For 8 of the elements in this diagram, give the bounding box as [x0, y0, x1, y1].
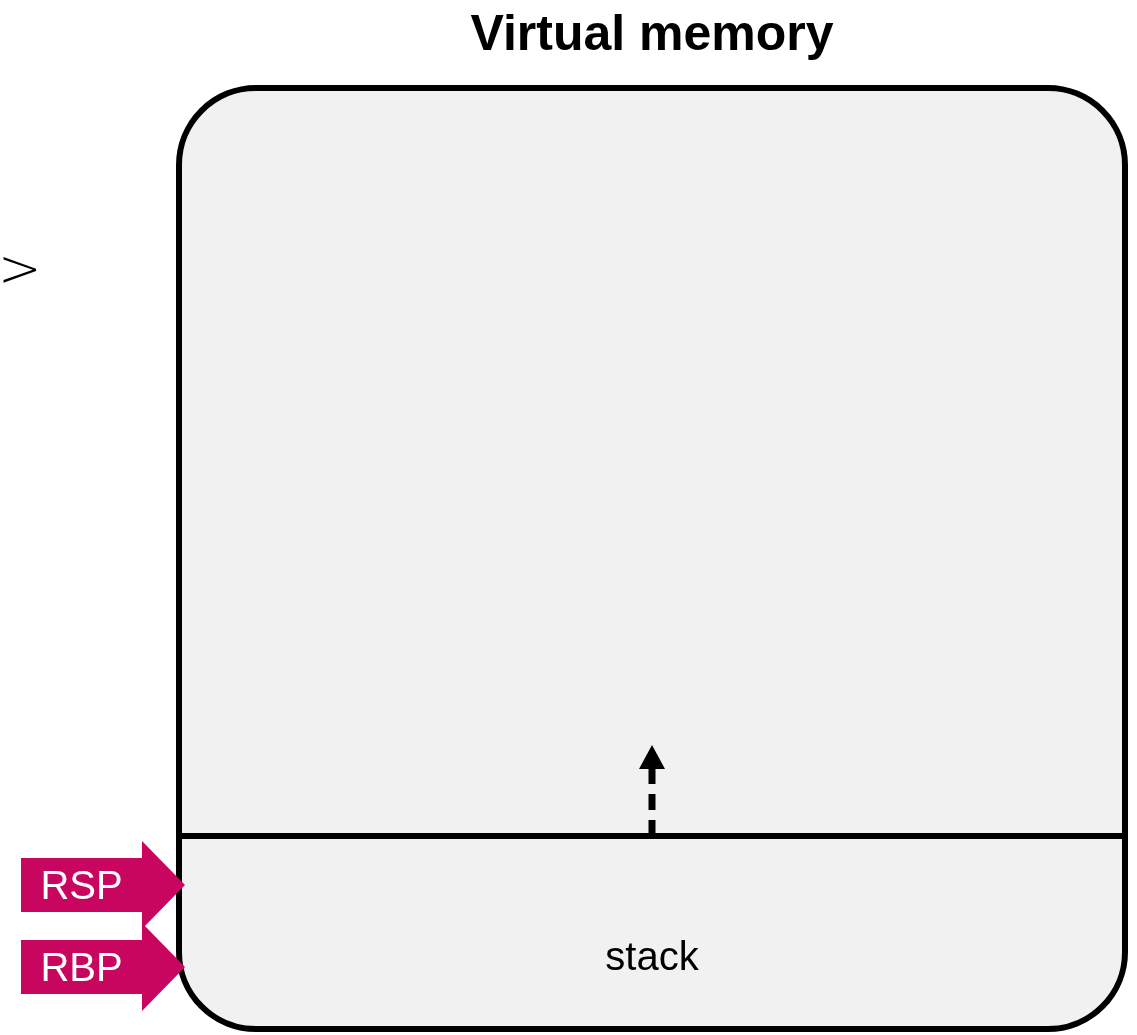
- pointer-arrow: [21, 923, 185, 1011]
- stack-region: stack: [182, 833, 1122, 1026]
- title: Virtual memory: [469, 8, 835, 58]
- edge-label: RSP: [40, 865, 123, 905]
- edge-label: RBP: [40, 947, 123, 987]
- pointer-arrow: [21, 841, 185, 929]
- dashed-arrow: [639, 745, 665, 836]
- chevron-label: >: [0, 242, 42, 294]
